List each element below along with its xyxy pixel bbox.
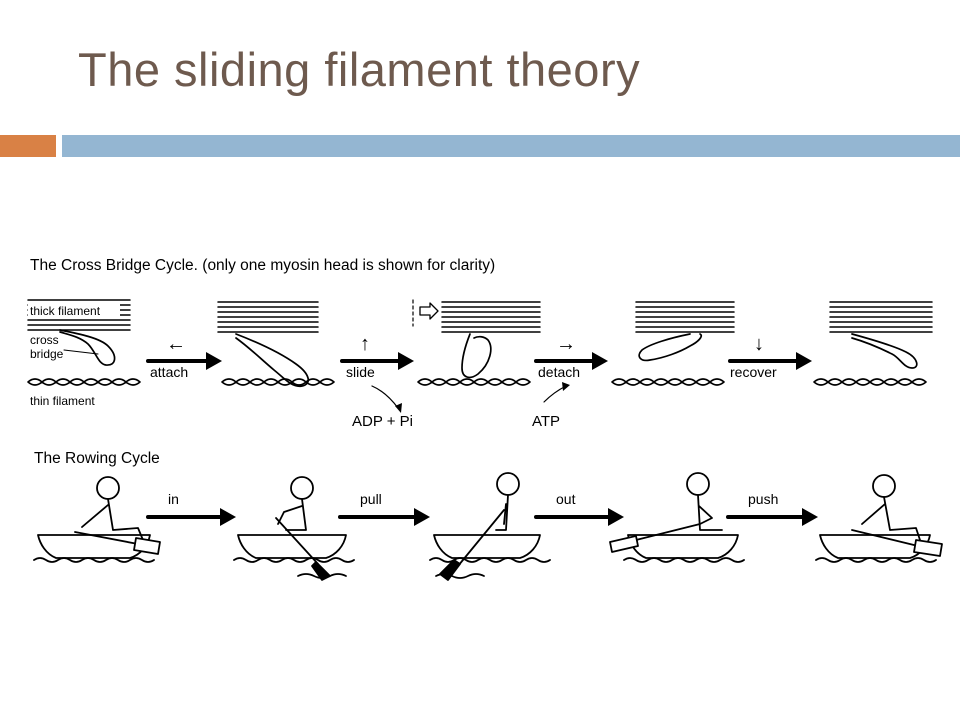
cross-bridge-heading: The Cross Bridge Cycle. (only one myosin… bbox=[30, 257, 495, 274]
oar bbox=[275, 517, 319, 565]
row-arrow-in: in bbox=[146, 491, 236, 526]
rower-2 bbox=[233, 476, 355, 581]
thick-filament bbox=[829, 301, 933, 333]
out-label: out bbox=[556, 491, 576, 507]
cross-bridge-panel-3 bbox=[412, 299, 541, 386]
thick-filament bbox=[441, 301, 541, 333]
rower-4 bbox=[609, 472, 745, 563]
oar bbox=[635, 523, 701, 541]
attach-glyph: ← bbox=[166, 333, 186, 355]
boat bbox=[37, 534, 151, 559]
cross-bridge-panel-2 bbox=[217, 301, 335, 388]
rower-body bbox=[697, 494, 723, 531]
oar bbox=[457, 509, 505, 567]
pull-label: pull bbox=[360, 491, 382, 507]
rower-head bbox=[96, 476, 120, 500]
step-arrow-recover: ↓ recover bbox=[728, 333, 812, 380]
boat bbox=[433, 534, 541, 559]
oar bbox=[851, 529, 919, 547]
thin-filament bbox=[813, 378, 927, 386]
rower-1 bbox=[33, 476, 161, 563]
rower-body bbox=[861, 496, 921, 541]
rower-head bbox=[496, 472, 520, 496]
step-arrow-slide: ↑ slide ADP + Pi bbox=[340, 333, 414, 430]
rower-body bbox=[81, 498, 144, 541]
movement-arrow-icon bbox=[419, 302, 439, 320]
thick-filament-label: thick filament bbox=[30, 304, 101, 318]
adp-pi-label: ADP + Pi bbox=[352, 413, 413, 430]
rower-body bbox=[277, 498, 307, 531]
thin-filament bbox=[417, 378, 531, 386]
recover-label: recover bbox=[730, 364, 777, 380]
cross-bridge-panel-4 bbox=[611, 301, 735, 386]
rower-body bbox=[495, 494, 509, 531]
thin-filament-label: thin filament bbox=[30, 394, 95, 408]
slide-glyph: ↑ bbox=[360, 333, 370, 355]
myosin-head bbox=[59, 329, 116, 366]
thin-filament bbox=[221, 378, 335, 386]
push-label: push bbox=[748, 491, 778, 507]
cross-bridge-panel-5 bbox=[813, 301, 933, 386]
rower-head bbox=[686, 472, 710, 496]
myosin-head bbox=[851, 333, 918, 369]
detach-label: detach bbox=[538, 364, 580, 380]
atp-label: ATP bbox=[532, 413, 560, 430]
cross-bridge-label-line1: cross bbox=[30, 333, 59, 347]
detach-glyph: → bbox=[556, 333, 576, 355]
myosin-head bbox=[235, 333, 310, 388]
cross-bridge-panel-1: thick filament cross bridge thin filamen… bbox=[27, 299, 141, 408]
rower-head bbox=[290, 476, 314, 500]
boat bbox=[819, 534, 931, 559]
step-arrow-detach: → detach ATP bbox=[532, 333, 608, 430]
row-arrow-push: push bbox=[726, 491, 818, 526]
slide-label: slide bbox=[346, 364, 375, 380]
thin-filament bbox=[27, 378, 141, 386]
sliding-filament-figure: The Cross Bridge Cycle. (only one myosin… bbox=[27, 257, 943, 581]
cross-bridge-label-line2: bridge bbox=[30, 347, 64, 361]
row-arrow-pull: pull bbox=[338, 491, 430, 526]
rower-head bbox=[872, 474, 896, 498]
recover-glyph: ↓ bbox=[754, 333, 764, 355]
in-label: in bbox=[168, 491, 179, 507]
rower-3 bbox=[429, 472, 551, 581]
boat bbox=[237, 534, 347, 559]
accent-bar-blue bbox=[62, 135, 960, 157]
accent-bar-orange bbox=[0, 135, 56, 157]
oar bbox=[74, 531, 139, 545]
thin-filament bbox=[611, 378, 725, 386]
step-arrow-attach: ← attach bbox=[146, 333, 222, 380]
row-arrow-out: out bbox=[534, 491, 624, 526]
slide-title: The sliding filament theory bbox=[78, 43, 641, 96]
myosin-head bbox=[461, 333, 492, 379]
rowing-heading: The Rowing Cycle bbox=[34, 450, 160, 467]
thick-filament bbox=[635, 301, 735, 333]
thick-filament bbox=[217, 301, 319, 333]
rower-5 bbox=[815, 474, 943, 563]
myosin-head bbox=[638, 333, 703, 362]
attach-label: attach bbox=[150, 364, 188, 380]
